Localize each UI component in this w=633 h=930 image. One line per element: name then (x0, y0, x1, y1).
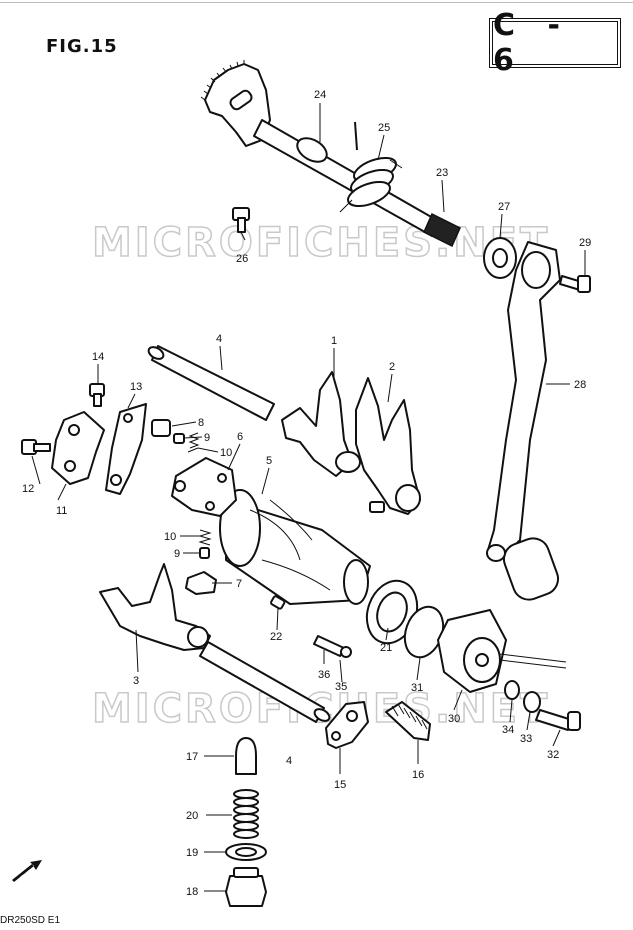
callout-13: 13 (130, 381, 142, 393)
callout-3: 3 (133, 675, 139, 687)
callout-12: 12 (22, 483, 34, 495)
callout-16: 16 (412, 769, 424, 781)
part-29-lever-bolt (559, 275, 591, 293)
callout-30: 30 (448, 713, 460, 725)
part-3-gearshift-fork (99, 563, 211, 651)
part-shift-pin (354, 121, 358, 151)
callout-15: 15 (334, 779, 346, 791)
part-2-gearshift-fork (355, 377, 421, 515)
callout-6: 6 (237, 431, 243, 443)
part-25-return-spring (339, 156, 403, 213)
part-17-plunger (235, 737, 257, 775)
part-15-stopper (325, 701, 369, 749)
callout-9-lower: 9 (174, 548, 180, 560)
part-30-neutral-switch (437, 609, 567, 693)
callout-1: 1 (331, 335, 337, 347)
part-27-oil-seal (483, 237, 517, 279)
part-6-cam-stopper-plate (171, 457, 237, 517)
part-24-gearshift-shaft (200, 60, 461, 248)
part-16-stopper-spring (385, 701, 431, 741)
callout-11: 11 (56, 505, 67, 517)
part-4-fork-shaft-upper (147, 345, 275, 421)
callout-25: 25 (378, 122, 390, 134)
leader-lines (31, 103, 586, 892)
forward-arrow-label: FWD (20, 868, 35, 882)
callout-2: 2 (389, 361, 395, 373)
figure-title: FIG.15 (46, 36, 118, 57)
callout-5: 5 (266, 455, 272, 467)
callout-4-lower: 4 (286, 755, 292, 767)
part-19-gasket (225, 843, 267, 861)
part-8-pin (151, 419, 171, 437)
part-28-gearshift-lever (486, 241, 561, 601)
callout-27: 27 (498, 201, 510, 213)
callout-26: 26 (236, 253, 248, 265)
footer-model-code: DR250SD E1 (0, 915, 61, 926)
callout-20: 20 (186, 810, 198, 822)
part-34-washer (504, 680, 520, 700)
part-9-pin-upper (173, 433, 185, 444)
callout-23: 23 (436, 167, 448, 179)
callout-28: 28 (574, 379, 586, 391)
callout-32: 32 (547, 749, 559, 761)
part-4-fork-shaft-lower (199, 641, 331, 723)
callout-14: 14 (92, 351, 104, 363)
callout-17: 17 (186, 751, 198, 763)
callout-22: 22 (270, 631, 282, 643)
part-10-spring-upper (187, 432, 200, 453)
callout-9-upper: 9 (204, 432, 210, 444)
part-36-pin (313, 635, 352, 658)
section-code-box: C - 6 (489, 8, 621, 78)
part-21-washer (365, 579, 419, 645)
callout-34: 34 (502, 724, 514, 736)
part-20-spring (233, 789, 259, 839)
callout-18: 18 (186, 886, 198, 898)
part-7-cam-guide (185, 571, 217, 595)
callout-19: 19 (186, 847, 198, 859)
callout-31: 31 (411, 682, 423, 694)
part-18-plug-bolt (225, 867, 267, 907)
part-14-screw (89, 383, 105, 407)
section-code: C - 6 (493, 8, 566, 78)
callout-4-upper: 4 (216, 333, 222, 345)
part-13-cam-guide-plate (105, 403, 147, 495)
callout-36: 36 (318, 669, 330, 681)
forward-arrow-icon: FWD (12, 860, 42, 882)
callout-24: 24 (314, 89, 326, 101)
top-rule (0, 2, 633, 3)
part-33-washer (523, 691, 541, 713)
part-12-screw (21, 439, 51, 455)
callout-35: 35 (335, 681, 347, 693)
callout-33: 33 (520, 733, 532, 745)
part-11-plate (51, 411, 105, 485)
part-1-gearshift-fork (281, 371, 361, 477)
callout-21: 21 (380, 642, 392, 654)
callout-8: 8 (198, 417, 204, 429)
callout-10-lower: 10 (164, 531, 176, 543)
callout-10-upper: 10 (220, 447, 232, 459)
watermark-top: MICROFICHES.NET (92, 220, 550, 266)
part-22-pin (270, 595, 286, 610)
callout-7: 7 (236, 578, 242, 590)
part-9-pin-lower (199, 547, 210, 559)
part-32-screw (535, 709, 581, 731)
part-5-gearshift-cam (219, 489, 371, 605)
part-10-spring-lower (198, 529, 212, 546)
callout-29: 29 (579, 237, 591, 249)
